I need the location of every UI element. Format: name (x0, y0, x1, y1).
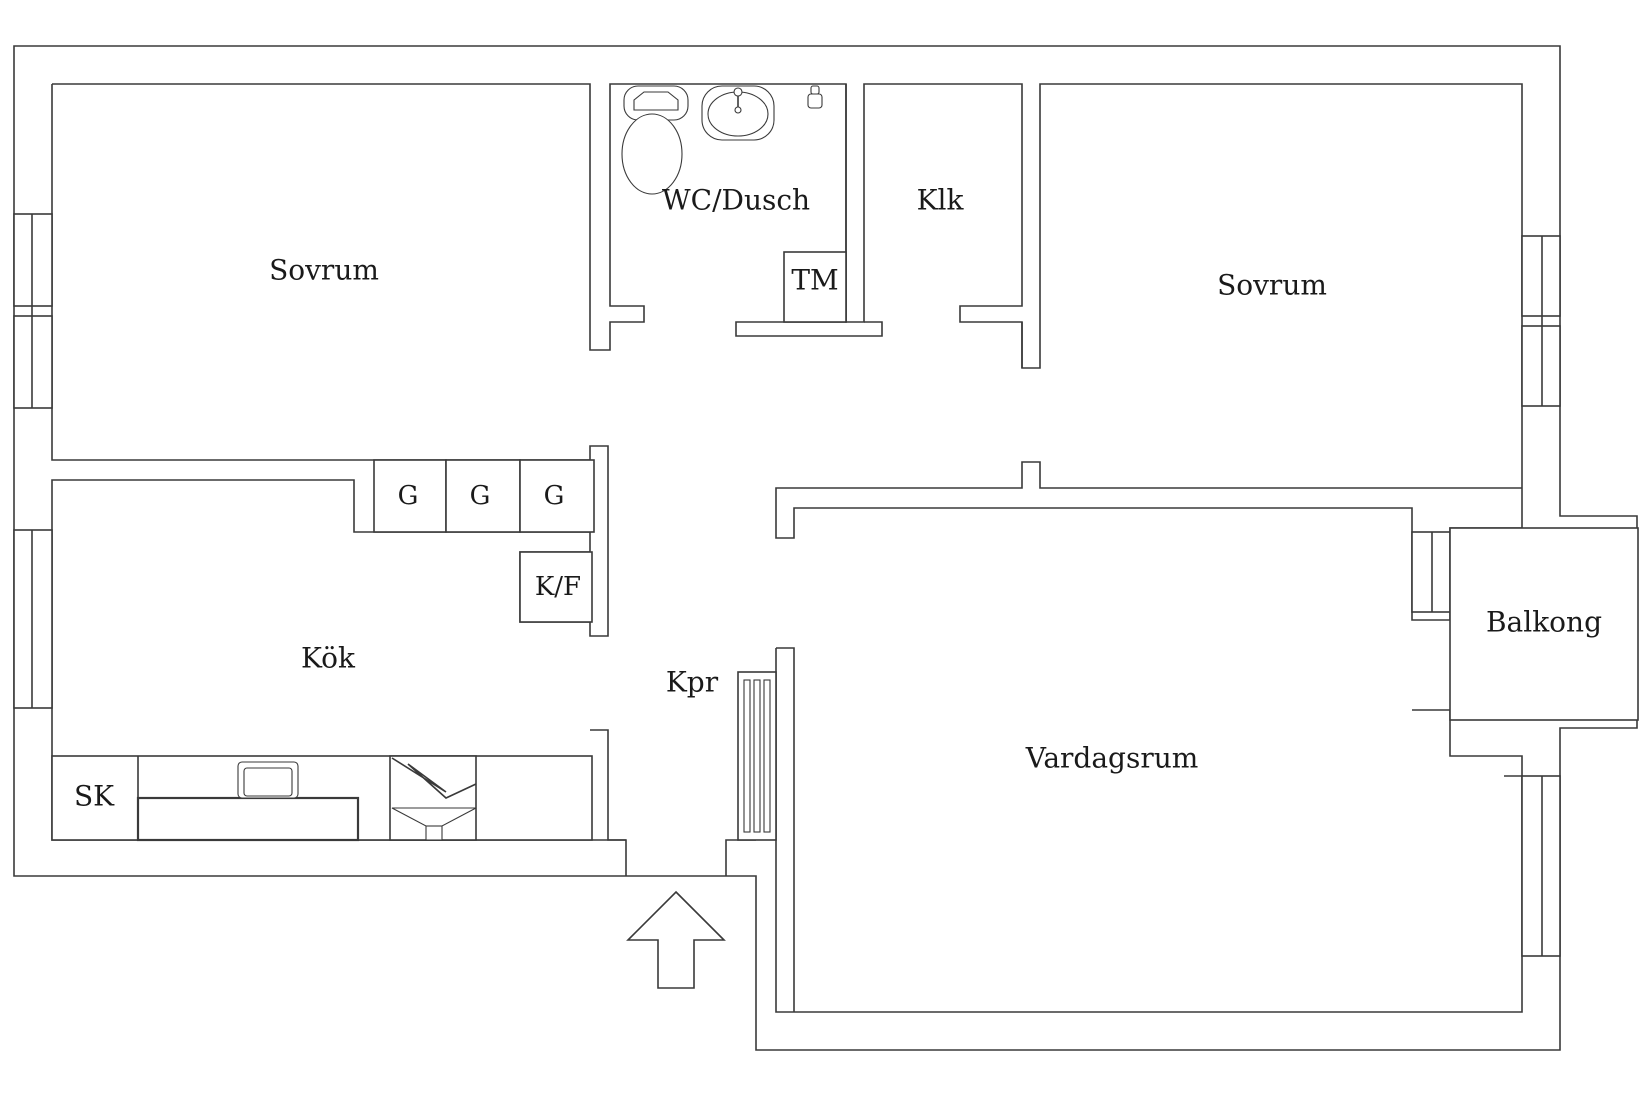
kitchen-storage (373, 459, 595, 623)
kitchen-counter (51, 755, 593, 842)
washbasin-drain (734, 106, 742, 114)
fridge-freezer (519, 551, 593, 623)
bathroom-fixtures (621, 85, 847, 323)
stove-inner (243, 767, 293, 797)
window-left-2 (13, 315, 53, 409)
radiator-icon (737, 671, 777, 841)
wall-balkong-lower (1412, 709, 1523, 776)
window-right-2 (1521, 325, 1561, 407)
label-tm: TM (791, 264, 838, 297)
entrance-arrow-icon (626, 890, 726, 989)
wall-vardagsrum (775, 648, 1523, 1013)
label-kf: K/F (535, 572, 581, 602)
outer-wall (13, 45, 1638, 1051)
window-right-1 (1521, 235, 1561, 317)
outer-walls (13, 45, 1638, 1051)
shower-icon (807, 93, 823, 109)
balcony-outline (1449, 527, 1639, 721)
label-vardagsrum: Vardagsrum (1025, 742, 1199, 775)
window-kitchen (13, 529, 53, 709)
label-klk: Klk (917, 184, 965, 217)
label-sovrum-left: Sovrum (269, 254, 379, 287)
room-labels: Sovrum WC/Dusch TM Klk Sovrum G G G K/F … (74, 184, 1602, 813)
dishwasher-door (391, 757, 477, 799)
toilet-lid (633, 91, 679, 111)
sink-icon (136, 796, 360, 842)
wall-corridor-lower (590, 729, 626, 841)
window-balcony-door (1411, 531, 1451, 613)
windows (13, 213, 1561, 957)
window-left-1 (13, 213, 53, 307)
wall-vardagsrum-left (776, 647, 795, 1012)
label-wc-dusch: WC/Dusch (662, 184, 810, 217)
shower-head (810, 85, 820, 95)
label-sk: SK (74, 780, 115, 813)
washing-machine (783, 251, 847, 323)
label-g-1: G (398, 481, 419, 511)
window-living (1521, 775, 1561, 957)
washbasin-tap (733, 87, 743, 97)
label-sovrum-right: Sovrum (1217, 269, 1327, 302)
label-balkong: Balkong (1486, 606, 1602, 639)
dishwasher-base (425, 825, 443, 841)
label-kok: Kök (301, 642, 356, 675)
toilet-icon (621, 113, 683, 195)
cabinet-g-3 (519, 459, 595, 533)
label-kpr: Kpr (666, 666, 719, 699)
label-g-3: G (544, 481, 565, 511)
label-g-2: G (470, 481, 491, 511)
cabinet-g-2 (445, 459, 521, 533)
